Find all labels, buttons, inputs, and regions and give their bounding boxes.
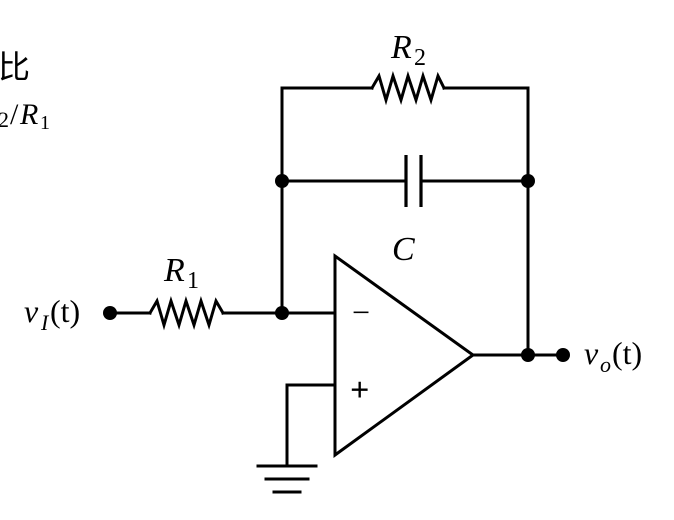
junction-dot-top-left xyxy=(275,174,289,188)
cropped-text-line2-r-sub: 1 xyxy=(40,112,50,134)
output-voltage-subscript: o xyxy=(600,352,611,377)
output-voltage-argument: (t) xyxy=(612,335,642,371)
junction-dot-inverting xyxy=(275,306,289,320)
capacitor-label: C xyxy=(392,231,415,268)
r1-label: R 1 xyxy=(163,252,199,294)
non-inverting-input-sign: + xyxy=(350,372,369,409)
input-branch xyxy=(108,295,337,331)
input-terminal-dot xyxy=(103,306,117,320)
output-terminal-dot xyxy=(556,348,570,362)
junction-dot-output xyxy=(521,348,535,362)
r2-left-wire xyxy=(280,86,374,183)
cropped-text-line2-r: R xyxy=(19,98,38,131)
junction-dot-top-right xyxy=(521,174,535,188)
r1-resistor xyxy=(147,295,226,331)
r2-label-subscript: 2 xyxy=(414,45,426,71)
r2-label-letter: R xyxy=(390,29,412,66)
r1-label-letter: R xyxy=(163,252,185,289)
op-amp: − + xyxy=(333,253,476,458)
r2-resistor xyxy=(369,70,447,106)
ground-branch xyxy=(256,383,337,494)
input-voltage-label: v I (t) xyxy=(24,293,80,335)
input-voltage-argument: (t) xyxy=(50,293,80,329)
capacitor-label-letter: C xyxy=(392,231,415,268)
ground-wire xyxy=(285,383,337,468)
capacitor-branch xyxy=(280,155,530,207)
r1-label-subscript: 1 xyxy=(187,268,199,294)
cropped-text-line1: 比 xyxy=(0,48,30,86)
cropped-text-line2-slash: / xyxy=(10,98,19,131)
output-voltage-letter: v xyxy=(584,335,599,371)
input-voltage-subscript: I xyxy=(40,310,50,335)
cropped-text-line2-sub: 2 xyxy=(0,107,9,132)
r2-label: R 2 xyxy=(390,29,426,71)
op-amp-triangle xyxy=(333,253,476,458)
r2-right-wire xyxy=(442,86,530,183)
inverting-input-sign: − xyxy=(352,294,370,330)
input-voltage-letter: v xyxy=(24,293,39,329)
output-voltage-label: v o (t) xyxy=(584,335,642,377)
r2-feedback-branch xyxy=(280,70,530,183)
